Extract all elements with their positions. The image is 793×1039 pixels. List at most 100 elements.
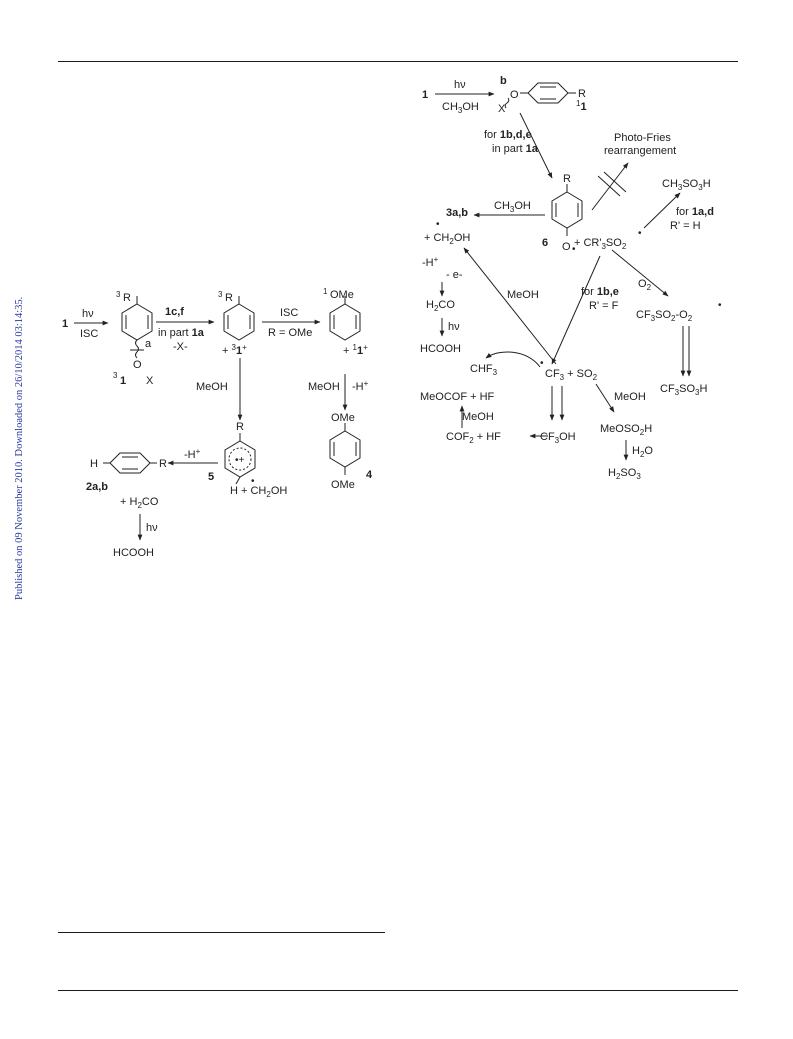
meocof: MeOCOF + HF (420, 391, 495, 403)
arenium-h: H (230, 485, 238, 497)
arrow-chf3-curve (485, 351, 541, 368)
phenoxy-radical-dot: • (572, 244, 576, 255)
msa-cond1: for 1a,d (676, 206, 714, 218)
cof2: COF2 + HF (446, 431, 501, 445)
left-step2-1cf: 1c,f (165, 306, 184, 318)
triplet-aryl-ring (121, 296, 153, 359)
left-hcooh: HCOOH (113, 547, 154, 559)
right-ring-r: R (578, 88, 586, 100)
sulfonyl-radical: + CR'3SO2 (574, 237, 627, 251)
phenoxy-r: R (563, 173, 571, 185)
right-bond-b: b (500, 75, 507, 87)
cf3-so2: CF3 + SO2 (545, 368, 598, 382)
fluoroform: CHF3 (470, 363, 498, 377)
meoh-diag: MeOH (507, 289, 539, 301)
arrow-meoh-diag (463, 247, 557, 365)
peroxy-radical: CF3SO2-O2 (636, 309, 693, 323)
minus-electron: - e- (446, 269, 463, 281)
photo-fries-1: Photo-Fries (614, 132, 671, 144)
right-hcooh: HCOOH (420, 343, 461, 355)
h2o: H2O (632, 445, 653, 459)
singlet-sub: OMe (330, 289, 354, 301)
right-hv: hν (448, 321, 460, 333)
photo-fries-2: rearrangement (604, 145, 676, 157)
cation-label: + 31+ (222, 343, 247, 357)
product4-top: OMe (331, 412, 355, 424)
product-4-ring (329, 423, 361, 475)
arrow-photo-fries-cross1 (597, 175, 621, 197)
header-rule (58, 61, 738, 62)
right-h2co: H2CO (426, 299, 455, 313)
aryl-sulfonate-ring (504, 82, 576, 109)
h2so3: H2SO3 (608, 467, 641, 481)
singlet-sub-mult: 1 (323, 287, 328, 296)
msa: CH3SO3H (662, 178, 711, 192)
product2-h2co: + H2CO (120, 496, 159, 510)
left-triplet-label: 1 (120, 375, 126, 387)
arenium-ring-5 (224, 433, 256, 485)
product2-h: H (90, 458, 98, 470)
product2-r: R (159, 458, 167, 470)
left-deprot-2: -H+ (184, 447, 201, 461)
right-singlet: 11 (576, 99, 587, 113)
left-deprot-1: -H+ (352, 379, 369, 393)
singlet-aryl-cation-ring (329, 296, 361, 341)
arenium-radical: + CH2OH (241, 485, 287, 499)
msa-cond2: R' = H (670, 220, 701, 232)
ch2oh: + CH2OH (424, 232, 470, 246)
arrow-photo-fries-cross2 (603, 171, 627, 193)
right-start-label: 1 (422, 89, 428, 101)
phenol-label: 3a,b (446, 207, 468, 219)
right-ch3oh: CH3OH (494, 200, 531, 214)
footnote-rule (58, 932, 385, 933)
tfsa: CF3SO3H (660, 383, 707, 397)
right-step1-ch3oh: CH3OH (442, 101, 479, 115)
product4-bottom: OMe (331, 479, 355, 491)
left-x: X (146, 375, 154, 387)
left-triplet-mult: 3 (113, 371, 118, 380)
aryl-cation-ring (223, 296, 255, 341)
right-step2-line1: for 1b,d,e (484, 129, 532, 141)
peroxy-radical-dot: • (718, 300, 722, 311)
arrow-o2 (611, 249, 669, 297)
arrow-homolysis-b (519, 112, 553, 179)
ch2oh-radical-dot: • (436, 219, 440, 230)
left-sub-top: R (123, 292, 131, 304)
phenoxy-o: O (562, 241, 571, 253)
arenium-sub: R (236, 421, 244, 433)
right-step1-hv: hν (454, 79, 466, 91)
left-step3-isc: ISC (280, 307, 298, 319)
left-bond-a: a (145, 338, 152, 350)
left-step2-below: -X- (173, 341, 188, 353)
o2-label: O2 (638, 278, 652, 292)
left-sub-top-mult: 3 (116, 290, 121, 299)
meoh-right: MeOH (614, 391, 646, 403)
arrow-cf3-release (551, 255, 601, 365)
left-step3-rome: R = OMe (268, 327, 312, 339)
right-deprot: -H+ (422, 255, 439, 269)
cf3-radical-dot: • (540, 358, 544, 369)
cf3oh: CF3OH (540, 431, 576, 445)
arenium-radical-dot: • (251, 476, 255, 487)
arrow-so2-meoh (595, 383, 615, 413)
cation-sub: R (225, 292, 233, 304)
product4-label: 4 (366, 469, 373, 481)
left-step1-hv: hν (82, 308, 94, 320)
arenium-label: 5 (208, 471, 214, 483)
cation-sub-mult: 3 (218, 290, 223, 299)
arenium-radical-cation: •+ (235, 455, 245, 466)
arrow-to-msa (643, 192, 681, 229)
right-ring-x: X (498, 103, 506, 115)
left-start-label: 1 (62, 318, 68, 330)
right-ring-o: O (510, 89, 519, 101)
phenoxy-label: 6 (542, 237, 548, 249)
cond-f2: R' = F (589, 300, 619, 312)
meoso2h: MeOSO2H (600, 423, 652, 437)
cond-f1: for 1b,e (581, 286, 619, 298)
meoh-cof: MeOH (462, 411, 494, 423)
product2-label: 2a,b (86, 481, 108, 493)
left-meoh-1: MeOH (196, 381, 228, 393)
singlet-label: + 11+ (343, 343, 368, 357)
sulfonyl-radical-dot: • (638, 228, 642, 239)
